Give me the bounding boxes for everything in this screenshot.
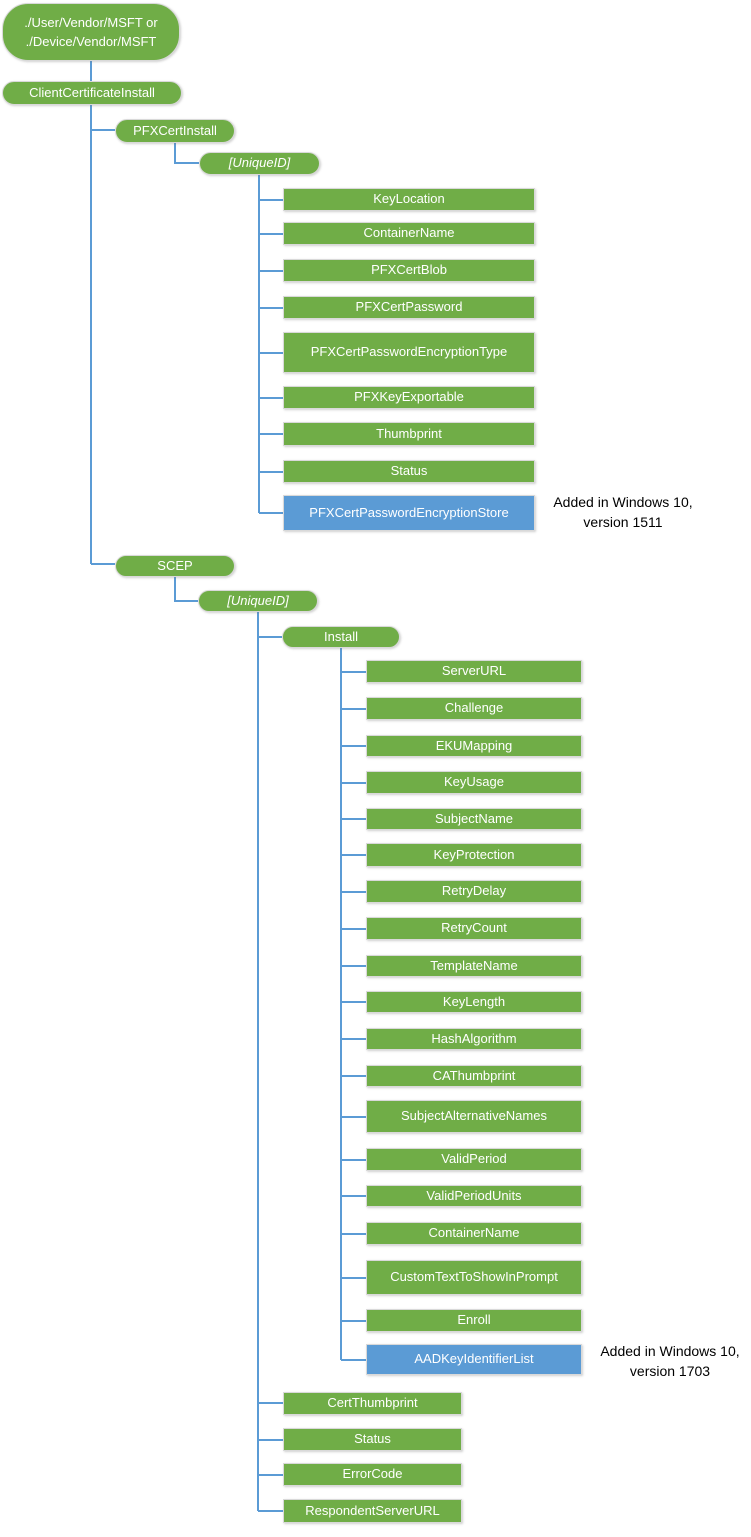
annotation-1511-line2: version 1511	[583, 514, 663, 531]
node-status-pfx: Status	[283, 460, 535, 483]
annotation-added-windows10-1703: Added in Windows 10, version 1703	[590, 1341, 750, 1382]
node-subject-name: SubjectName	[366, 808, 582, 830]
node-valid-period: ValidPeriod	[366, 1148, 582, 1171]
node-scep: SCEP	[115, 555, 235, 577]
node-install: Install	[282, 626, 400, 648]
node-root-path: ./User/Vendor/MSFT or ./Device/Vendor/MS…	[2, 3, 180, 61]
node-pfx-cert-blob: PFXCertBlob	[283, 259, 535, 282]
node-thumbprint: Thumbprint	[283, 422, 535, 446]
node-pfx-cert-password: PFXCertPassword	[283, 296, 535, 319]
root-path-line1: ./User/Vendor/MSFT or	[24, 14, 158, 30]
node-valid-period-units: ValidPeriodUnits	[366, 1185, 582, 1207]
node-key-location: KeyLocation	[283, 188, 535, 211]
node-hash-algorithm: HashAlgorithm	[366, 1028, 582, 1050]
node-error-code: ErrorCode	[283, 1463, 462, 1486]
node-pfx-unique-id: [UniqueID]	[199, 152, 320, 175]
node-respondent-server-url: RespondentServerURL	[283, 1499, 462, 1523]
node-key-protection: KeyProtection	[366, 843, 582, 867]
node-ca-thumbprint: CAThumbprint	[366, 1065, 582, 1087]
node-pfx-key-exportable: PFXKeyExportable	[283, 386, 535, 409]
root-path-line2: ./Device/Vendor/MSFT	[25, 34, 157, 49]
node-custom-text-to-show-in-prompt: CustomTextToShowInPrompt	[366, 1260, 582, 1295]
node-enroll: Enroll	[366, 1309, 582, 1332]
annotation-added-windows10-1511: Added in Windows 10, version 1511	[543, 492, 703, 533]
annotation-1703-line1: Added in Windows 10,	[600, 1343, 740, 1359]
node-server-url: ServerURL	[366, 660, 582, 683]
node-scep-unique-id: [UniqueID]	[198, 590, 318, 612]
node-aad-key-identifier-list: AADKeyIdentifierList	[366, 1344, 582, 1375]
node-challenge: Challenge	[366, 697, 582, 720]
node-pfx-cert-install: PFXCertInstall	[115, 119, 235, 143]
node-eku-mapping: EKUMapping	[366, 735, 582, 757]
node-subject-alternative-names: SubjectAlternativeNames	[366, 1100, 582, 1133]
node-status-scep: Status	[283, 1428, 462, 1451]
node-retry-delay: RetryDelay	[366, 880, 582, 903]
node-retry-count: RetryCount	[366, 917, 582, 940]
annotation-1511-line1: Added in Windows 10,	[553, 494, 693, 510]
node-key-usage: KeyUsage	[366, 771, 582, 794]
node-container-name-scep: ContainerName	[366, 1222, 582, 1245]
annotation-1703-line2: version 1703	[629, 1363, 711, 1380]
node-client-certificate-install: ClientCertificateInstall	[2, 81, 182, 105]
node-cert-thumbprint: CertThumbprint	[283, 1392, 462, 1415]
node-key-length: KeyLength	[366, 991, 582, 1013]
node-pfx-cert-password-encryption-store: PFXCertPasswordEncryptionStore	[283, 495, 535, 531]
node-container-name-pfx: ContainerName	[283, 222, 535, 245]
node-template-name: TemplateName	[366, 955, 582, 977]
node-pfx-cert-password-encryption-type: PFXCertPasswordEncryptionType	[283, 332, 535, 373]
